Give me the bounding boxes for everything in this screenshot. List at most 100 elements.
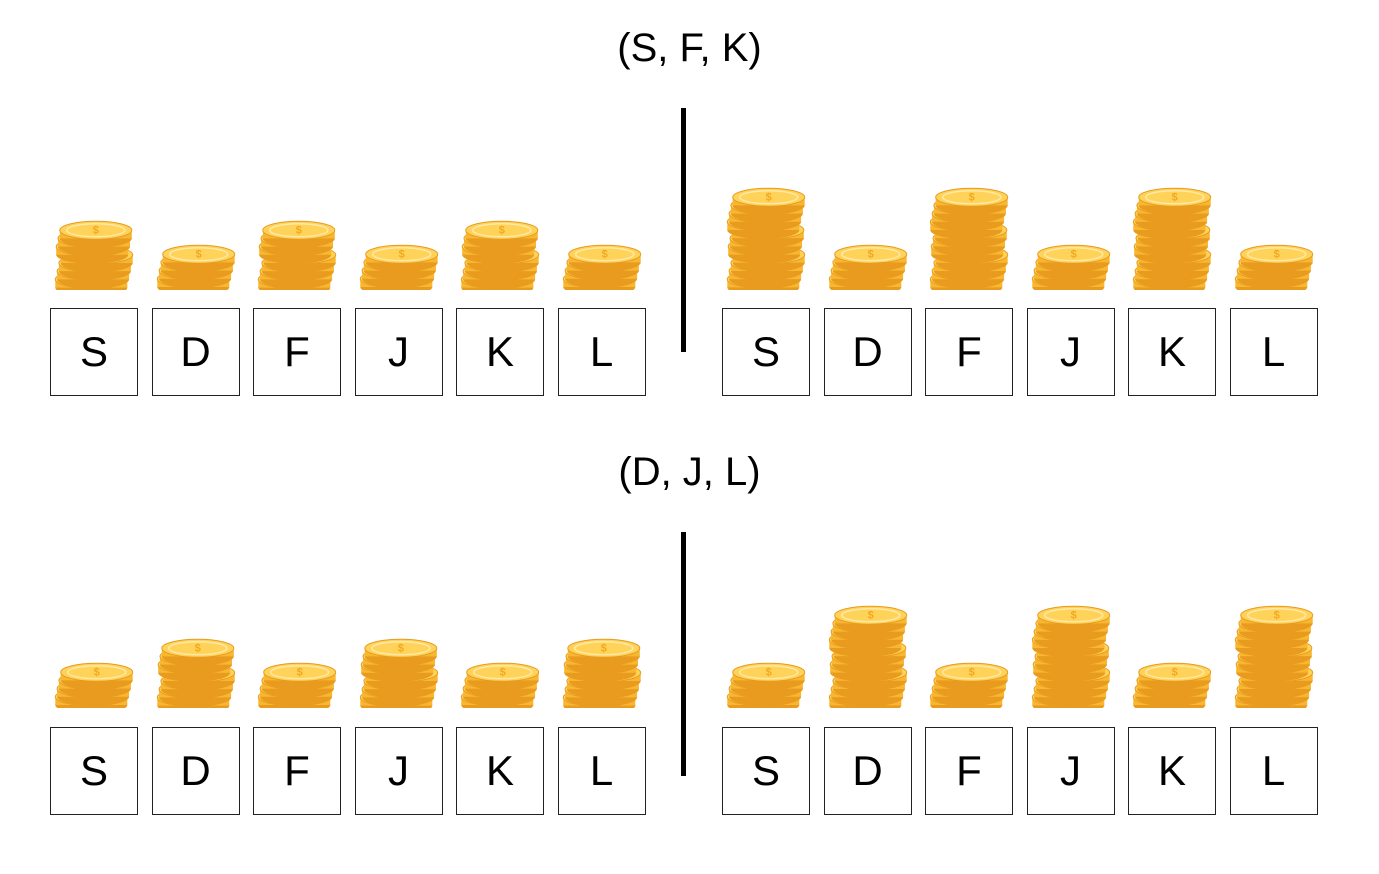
key-d: D [151, 727, 240, 815]
coin-stack-icon: $ [156, 638, 235, 708]
coin: $ [935, 187, 1009, 215]
coin-stack-icon: $ [1031, 605, 1110, 708]
svg-text:$: $ [500, 667, 506, 679]
svg-text:$: $ [1070, 249, 1076, 261]
svg-text:$: $ [1273, 249, 1279, 261]
trial-2-divider [681, 532, 686, 776]
coin-stack-icon: $ [1132, 662, 1212, 708]
key-l: L [557, 727, 646, 815]
svg-text:$: $ [499, 224, 505, 236]
coin-stack-icon: $ [828, 605, 907, 708]
coin: $ [833, 244, 907, 272]
key-s: S [722, 308, 810, 396]
trial-2-title: (D, J, L) [618, 450, 761, 494]
svg-text:$: $ [1273, 609, 1279, 621]
svg-text:$: $ [867, 249, 873, 261]
coin-stack-icon: $ [257, 220, 337, 290]
key-d: D [151, 308, 240, 396]
coin: $ [363, 638, 437, 665]
coin: $ [465, 220, 539, 247]
coin-stack-icon: $ [1031, 244, 1110, 290]
key-k: K [1128, 727, 1216, 815]
coin: $ [732, 662, 806, 690]
key-k: K [1128, 308, 1216, 396]
key-l: L [1229, 308, 1318, 396]
coin: $ [833, 605, 907, 633]
coin: $ [1239, 605, 1313, 633]
svg-text:$: $ [766, 667, 772, 679]
key-d: D [823, 727, 912, 815]
coin: $ [161, 244, 235, 272]
coin: $ [160, 638, 234, 665]
coin-stack-icon: $ [460, 662, 540, 708]
coin-stack-icon: $ [562, 244, 641, 290]
svg-text:$: $ [969, 191, 975, 203]
key-f: F [925, 727, 1013, 815]
svg-text:$: $ [969, 667, 975, 679]
key-k: K [456, 308, 544, 396]
svg-text:$: $ [1172, 667, 1178, 679]
svg-text:$: $ [194, 642, 200, 654]
coin: $ [59, 220, 133, 247]
key-j: J [354, 308, 443, 396]
svg-text:$: $ [296, 224, 302, 236]
coin: $ [1138, 662, 1212, 690]
coin-stack-icon: $ [1234, 605, 1313, 708]
svg-text:$: $ [766, 191, 772, 203]
svg-text:$: $ [93, 224, 99, 236]
key-j: J [1026, 308, 1115, 396]
coin-stack-icon: $ [359, 244, 438, 290]
coin: $ [935, 662, 1009, 690]
svg-text:$: $ [1070, 609, 1076, 621]
svg-text:$: $ [398, 249, 404, 261]
trial-1-divider [681, 108, 686, 352]
coin-stack-icon: $ [54, 662, 134, 708]
key-j: J [1026, 727, 1115, 815]
key-l: L [1229, 727, 1318, 815]
svg-text:$: $ [1172, 191, 1178, 203]
coin: $ [1138, 187, 1212, 215]
coin: $ [1036, 244, 1110, 272]
coin-stack-icon: $ [929, 662, 1009, 708]
key-f: F [925, 308, 1013, 396]
coin-stack-icon: $ [726, 662, 806, 708]
coin-stack-icon: $ [460, 220, 540, 290]
coin: $ [732, 187, 806, 215]
svg-text:$: $ [397, 642, 403, 654]
key-d: D [823, 308, 912, 396]
svg-text:$: $ [867, 609, 873, 621]
coin-stack-icon: $ [156, 244, 235, 290]
coin: $ [364, 244, 438, 272]
coin-stack-icon: $ [562, 638, 641, 708]
key-k: K [456, 727, 544, 815]
key-s: S [722, 727, 810, 815]
key-l: L [557, 308, 646, 396]
coin: $ [1239, 244, 1313, 272]
coin-stack-icon: $ [828, 244, 907, 290]
coin: $ [466, 662, 540, 690]
svg-text:$: $ [297, 667, 303, 679]
svg-text:$: $ [94, 667, 100, 679]
key-f: F [253, 727, 341, 815]
coin: $ [262, 220, 336, 247]
coin: $ [263, 662, 337, 690]
coin-stack-icon: $ [54, 220, 134, 290]
coin-stack-icon: $ [257, 662, 337, 708]
coin: $ [566, 638, 640, 665]
coin: $ [60, 662, 134, 690]
coin-stack-icon: $ [929, 187, 1009, 290]
svg-text:$: $ [601, 249, 607, 261]
key-s: S [50, 727, 138, 815]
coin: $ [1036, 605, 1110, 633]
coin-stack-icon: $ [1234, 244, 1313, 290]
svg-text:$: $ [600, 642, 606, 654]
key-s: S [50, 308, 138, 396]
coin-stack-icon: $ [359, 638, 438, 708]
coin: $ [567, 244, 641, 272]
key-f: F [253, 308, 341, 396]
svg-text:$: $ [195, 249, 201, 261]
key-j: J [354, 727, 443, 815]
coin-stack-icon: $ [1132, 187, 1212, 290]
trial-1-title: (S, F, K) [617, 26, 762, 70]
coin-stack-icon: $ [726, 187, 806, 290]
